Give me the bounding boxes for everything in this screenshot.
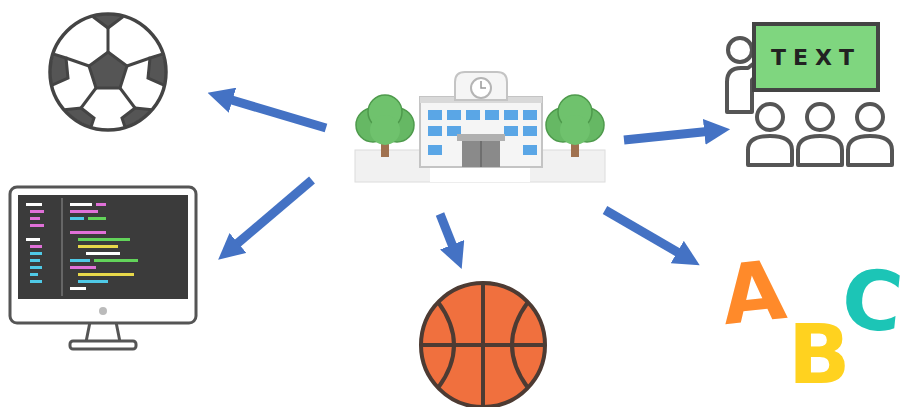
school-building-part — [504, 126, 518, 136]
computer-monitor-part — [78, 245, 118, 248]
soccer-ball-part-part — [120, 88, 135, 108]
soccer-ball-part-part — [89, 52, 127, 88]
computer-monitor-part — [30, 280, 42, 283]
computer-monitor-part — [86, 322, 120, 342]
computer-monitor — [10, 187, 196, 349]
computer-monitor-part — [30, 273, 38, 276]
computer-monitor-part — [78, 238, 130, 241]
school-building-part — [523, 110, 537, 120]
school-building-part — [481, 81, 486, 88]
tree-part — [370, 115, 400, 145]
letter-a: A — [718, 249, 790, 337]
student-figure-part — [757, 104, 783, 130]
soccer-ball-part-part — [66, 58, 89, 66]
arrow-part — [605, 210, 684, 256]
soccer-ball-part-part — [81, 88, 96, 108]
computer-monitor-part — [86, 252, 120, 255]
computer-monitor-part — [70, 210, 98, 213]
school-building-part — [428, 145, 442, 155]
blackboard: TEXT — [752, 22, 880, 92]
student-figure-part — [857, 104, 883, 130]
school-building-part — [428, 110, 442, 120]
school-building-part — [457, 134, 505, 141]
computer-monitor-part — [70, 217, 84, 220]
arrow-part — [624, 131, 712, 140]
student-figure-part — [748, 136, 792, 165]
computer-monitor-part — [70, 259, 90, 262]
school-building-part — [420, 97, 542, 167]
tree — [356, 95, 414, 157]
basketball-part — [512, 302, 528, 388]
basketball-part — [438, 302, 454, 388]
computer-monitor-part — [30, 245, 42, 248]
school-building-part — [480, 141, 482, 167]
tree — [546, 95, 604, 157]
tree-part — [560, 115, 590, 145]
computer-monitor-part — [61, 198, 63, 296]
computer-monitor-part — [26, 238, 40, 241]
arrow — [225, 98, 712, 256]
arrow-part — [225, 98, 326, 128]
arrow-part — [440, 214, 455, 252]
student-figure-part — [848, 136, 892, 165]
computer-monitor-part — [10, 187, 196, 323]
computer-monitor-part — [30, 266, 42, 269]
school-building-part — [485, 110, 499, 120]
computer-monitor-part — [78, 280, 108, 283]
basketball-part — [421, 283, 545, 407]
school-building-part — [471, 78, 491, 98]
basketball-part — [421, 343, 545, 347]
computer-monitor-part — [18, 195, 188, 299]
student-figure-part — [798, 136, 842, 165]
arrow-part — [232, 180, 312, 248]
computer-monitor-part — [30, 210, 44, 213]
computer-monitor-part — [70, 341, 136, 349]
computer-monitor-part — [94, 259, 138, 262]
school-building-part — [504, 110, 518, 120]
student-figure — [748, 104, 892, 165]
school-building-part — [523, 126, 537, 136]
school-building-part — [428, 126, 442, 136]
computer-monitor-part — [70, 203, 92, 206]
computer-monitor-part — [30, 224, 44, 227]
computer-monitor-part — [30, 252, 42, 255]
teacher-figure-part — [728, 38, 752, 62]
student-figure-part — [807, 104, 833, 130]
school-building-part — [455, 72, 507, 100]
computer-monitor-part — [78, 273, 134, 276]
computer-monitor-part — [70, 287, 86, 290]
school-building — [355, 72, 605, 182]
soccer-ball-part-part — [107, 28, 110, 52]
computer-monitor-part — [30, 217, 40, 220]
computer-monitor-part — [96, 203, 106, 206]
soccer-ball-part-part — [127, 58, 150, 66]
soccer-ball-part — [50, 14, 166, 130]
basketball — [421, 283, 545, 407]
computer-monitor-part — [88, 217, 106, 220]
computer-monitor-part — [70, 266, 96, 269]
soccer-ball-part — [38, 0, 178, 136]
school-building-part — [447, 110, 461, 120]
letter-c: C — [838, 257, 906, 345]
computer-monitor-part — [26, 203, 42, 206]
computer-monitor-part — [70, 231, 106, 234]
board-text: TEXT — [771, 45, 861, 70]
computer-monitor-part — [99, 307, 107, 315]
school-building-part — [523, 145, 537, 155]
school-building-part — [462, 141, 500, 167]
computer-monitor-part — [30, 259, 40, 262]
school-building-part — [466, 110, 480, 120]
soccer-ball — [38, 0, 178, 136]
